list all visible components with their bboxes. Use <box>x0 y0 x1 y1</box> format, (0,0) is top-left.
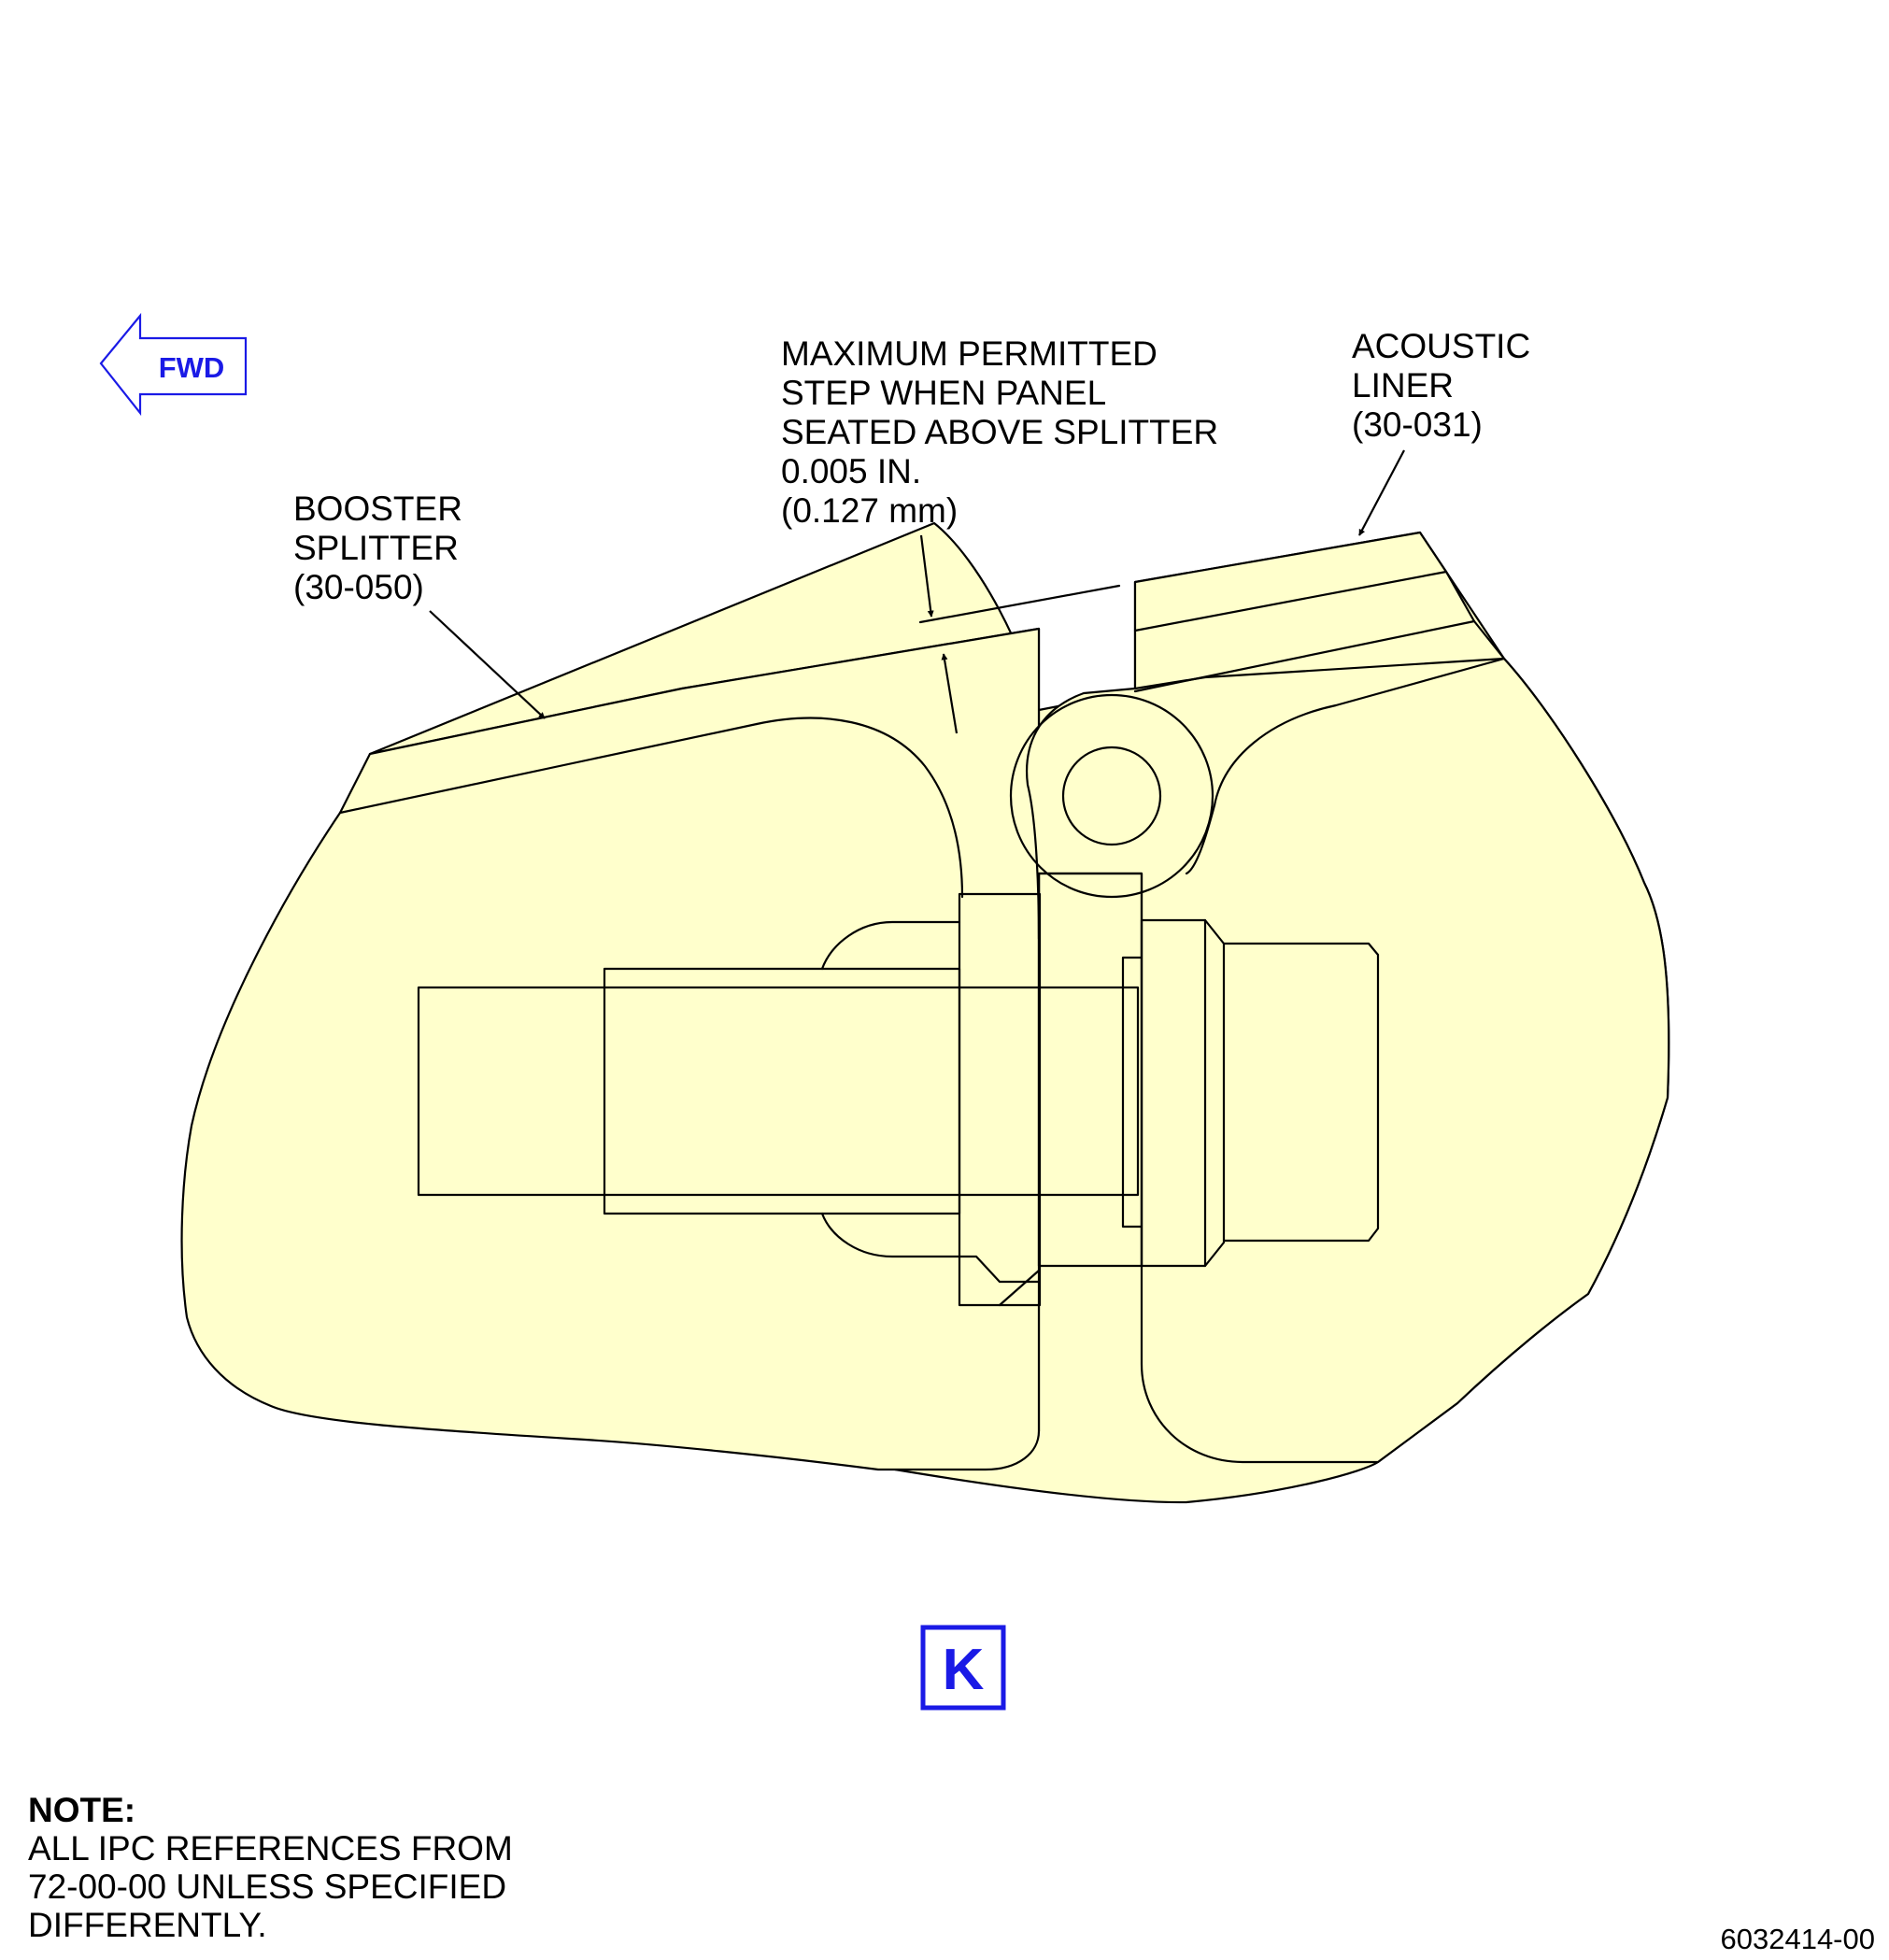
note-line-3: DIFFERENTLY. <box>28 1906 267 1944</box>
nut-collar <box>1121 956 1143 1229</box>
callout-step-leader <box>919 534 934 618</box>
callout-booster-line-1: BOOSTER <box>293 490 462 528</box>
callout-booster-splitter: BOOSTER SPLITTER (30-050) <box>293 490 546 719</box>
callout-booster-line-3: (30-050) <box>293 568 424 606</box>
callout-liner-leader <box>1358 449 1405 536</box>
callout-liner-line-2: LINER <box>1352 366 1454 405</box>
step-datum <box>918 584 1121 734</box>
splitter-inner-contour <box>755 717 964 899</box>
callout-step-line-5: (0.127 mm) <box>781 491 958 530</box>
callout-booster-line-2: SPLITTER <box>293 529 459 567</box>
view-label-k: K <box>920 1625 1006 1711</box>
liner-inner-contour <box>1133 657 1506 690</box>
acoustic-liner-body <box>1026 531 1670 1464</box>
insert-boss-lower <box>820 1212 1041 1284</box>
step-datum-splitter <box>918 584 1121 624</box>
figure-id: 6032414-00 <box>1721 1923 1876 1955</box>
step-arrow-up <box>941 653 959 734</box>
bolt-end <box>1222 942 1380 1243</box>
bolt-shank <box>417 986 1140 1197</box>
callout-liner-line-3: (30-031) <box>1352 405 1483 444</box>
splitter-liner-assembly <box>180 521 1670 1504</box>
note-block: NOTE: ALL IPC REFERENCES FROM 72-00-00 U… <box>28 1791 513 1944</box>
insert-chamfer <box>998 1269 1041 1307</box>
fwd-arrow: FWD <box>99 312 248 417</box>
callout-step-line-4: 0.005 IN. <box>781 452 921 490</box>
liner-boss-outer <box>1009 693 1214 899</box>
note-line-2: 72-00-00 UNLESS SPECIFIED <box>28 1868 506 1906</box>
note-title: NOTE: <box>28 1791 135 1829</box>
fwd-label: FWD <box>159 351 225 384</box>
callout-step-line-1: MAXIMUM PERMITTED <box>781 334 1158 373</box>
note-line-1: ALL IPC REFERENCES FROM <box>28 1829 513 1868</box>
callout-max-step: MAXIMUM PERMITTED STEP WHEN PANEL SEATED… <box>781 334 1218 618</box>
view-k-letter: K <box>943 1638 985 1702</box>
callout-acoustic-liner: ACOUSTIC LINER (30-031) <box>1352 327 1530 536</box>
booster-splitter-body <box>180 627 1041 1471</box>
callout-step-line-2: STEP WHEN PANEL <box>781 374 1106 412</box>
fwd-arrow-outline <box>99 312 248 417</box>
liner-skin-line-1 <box>1133 570 1448 632</box>
splitter-skin-line <box>338 722 759 815</box>
view-k-box <box>920 1625 1006 1711</box>
liner-cutout-contour <box>1213 657 1506 807</box>
callout-step-line-3: SEATED ABOVE SPLITTER <box>781 413 1218 451</box>
callout-liner-line-1: ACOUSTIC <box>1352 327 1530 365</box>
liner-boss-inner <box>1061 746 1162 846</box>
insert-boss-upper <box>820 920 961 971</box>
callout-booster-leader <box>429 610 546 719</box>
